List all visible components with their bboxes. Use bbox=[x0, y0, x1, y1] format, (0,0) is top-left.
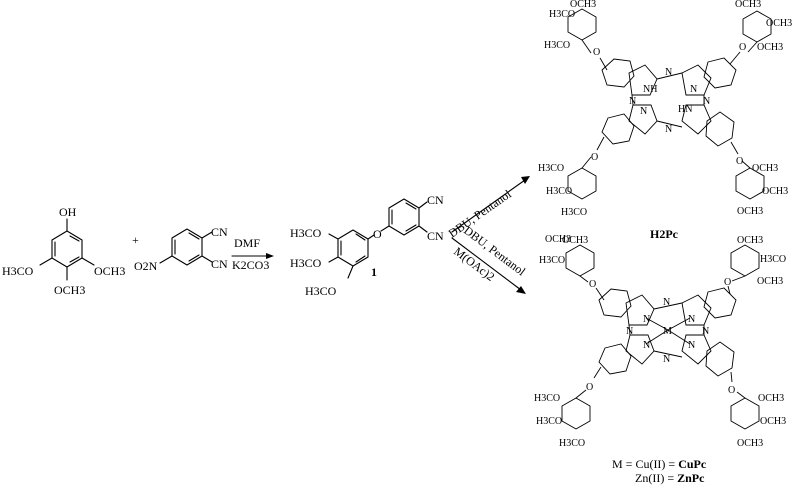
nitrophthalonitrile-structure: O2N CN CN bbox=[134, 225, 228, 273]
mpc-n-3: N bbox=[643, 340, 650, 351]
legend-line1-prefix: M = Cu(II) = bbox=[612, 457, 679, 471]
mpc-ome-11: OCH3 bbox=[760, 416, 786, 427]
h2pc-ome-3: OCH3 bbox=[570, 0, 596, 10]
product1-ome-mid: H3CO bbox=[290, 256, 322, 270]
mpc-ome-7: H3CO bbox=[534, 393, 560, 404]
h2pc-ome-8: H3CO bbox=[546, 186, 572, 197]
h2pc-ome-5: OCH3 bbox=[766, 18, 792, 29]
step1-base: K2CO3 bbox=[232, 258, 270, 272]
h2pc-ome-10: OCH3 bbox=[752, 163, 778, 174]
phenol-oh-label: OH bbox=[59, 205, 77, 219]
mpc-meso-n-bottom: N bbox=[663, 354, 670, 365]
phenol-right-ome: OCH3 bbox=[94, 264, 125, 278]
h2pc-meso-n-bottom: N bbox=[665, 124, 672, 135]
legend-znpc: ZnPc bbox=[677, 471, 705, 485]
product1-cn-top: CN bbox=[427, 193, 444, 207]
step2-lower-arrow: DBU, Pentanol M(OAc)2 bbox=[451, 223, 529, 294]
mpc-ome-6: OCH3 bbox=[757, 276, 783, 287]
mpc-ome-3: OCH3 bbox=[545, 234, 571, 245]
h2pc-meso-n-left: N bbox=[629, 96, 636, 107]
h2pc-n-inner-2: N bbox=[640, 106, 647, 117]
mpc-ome-8: H3CO bbox=[536, 416, 562, 427]
product1-ether-o: O bbox=[373, 227, 382, 241]
h2pc-ome-9: H3CO bbox=[561, 207, 587, 218]
step1-arrow bbox=[231, 253, 274, 259]
mpc-ome-12: OCH3 bbox=[737, 438, 763, 449]
product1-structure: O CN CN H3CO H3CO H3CO 1 bbox=[290, 193, 444, 298]
phenol-bottom-ome: OCH3 bbox=[54, 283, 85, 297]
h2pc-ome-6: OCH3 bbox=[757, 42, 783, 53]
mpc-ome-1: H3CO bbox=[539, 255, 565, 266]
mpc-ome-4: OCH3 bbox=[737, 235, 763, 246]
h2pc-ome-4: OCH3 bbox=[735, 0, 761, 10]
mpc-ome-2: OCH3 bbox=[562, 235, 588, 246]
mpc-o-2: O bbox=[724, 277, 731, 288]
product1-cn-bottom: CN bbox=[427, 229, 444, 243]
h2pc-meso-n-right: N bbox=[703, 96, 710, 107]
h2pc-o-1: O bbox=[593, 47, 600, 58]
h2pc-meso-n-top: N bbox=[665, 67, 672, 78]
mpc-meso-n-left: N bbox=[626, 326, 633, 337]
mpc-ome-10: OCH3 bbox=[758, 393, 784, 404]
step1-solvent: DMF bbox=[234, 236, 261, 250]
h2pc-ome-7: H3CO bbox=[538, 163, 564, 174]
legend-line2: Zn(II) = ZnPc bbox=[635, 472, 704, 485]
mpc-n-2: N bbox=[688, 314, 695, 325]
h2pc-structure: N N N N NH HN N N O O O O H3CO H3CO OCH3… bbox=[538, 0, 792, 218]
h2pc-hn-label: HN bbox=[678, 104, 692, 115]
nitrile-cn-bottom: CN bbox=[211, 257, 228, 271]
mpc-n-4: N bbox=[688, 340, 695, 351]
h2pc-o-2: O bbox=[739, 42, 746, 53]
mpc-o-4: O bbox=[728, 385, 735, 396]
legend-cupc: CuPc bbox=[678, 457, 707, 471]
step2-upper-arrow: DBU, Pentanol bbox=[446, 176, 530, 240]
mpc-ome-9: H3CO bbox=[559, 438, 585, 449]
nitro-label: O2N bbox=[134, 259, 158, 273]
mpc-meso-n-top: N bbox=[663, 297, 670, 308]
h2pc-o-3: O bbox=[591, 152, 598, 163]
h2pc-nh-label: NH bbox=[643, 84, 657, 95]
h2pc-ome-1: H3CO bbox=[544, 40, 570, 51]
mpc-o-1: O bbox=[589, 279, 596, 290]
product1-ome-bottom: H3CO bbox=[305, 284, 337, 298]
h2pc-ome-2: H3CO bbox=[549, 9, 575, 20]
h2pc-n-inner-1: N bbox=[690, 84, 697, 95]
legend-line1: M = Cu(II) = CuPc bbox=[612, 458, 706, 471]
product1-label: 1 bbox=[371, 265, 377, 279]
nitrile-cn-top: CN bbox=[211, 225, 228, 239]
plus-sign: + bbox=[132, 233, 139, 247]
mpc-structure: M N N N N N N N N O O O O H3CO OCH3 OCH3… bbox=[534, 234, 786, 449]
h2pc-ome-12: OCH3 bbox=[737, 206, 763, 217]
mpc-ome-5: H3CO bbox=[760, 254, 786, 265]
h2pc-o-4: O bbox=[736, 156, 743, 167]
h2pc-ome-11: OCH3 bbox=[762, 186, 788, 197]
h2pc-label: H2Pc bbox=[650, 227, 678, 241]
product1-ome-top: H3CO bbox=[290, 226, 322, 240]
legend-line2-prefix: Zn(II) = bbox=[635, 471, 678, 485]
mpc-n-1: N bbox=[643, 314, 650, 325]
mpc-o-3: O bbox=[586, 382, 593, 393]
mpc-metal: M bbox=[663, 326, 672, 337]
mpc-meso-n-right: N bbox=[702, 326, 709, 337]
phenol-structure: OH H3CO OCH3 OCH3 bbox=[2, 205, 125, 297]
phenol-left-ome: H3CO bbox=[2, 264, 34, 278]
